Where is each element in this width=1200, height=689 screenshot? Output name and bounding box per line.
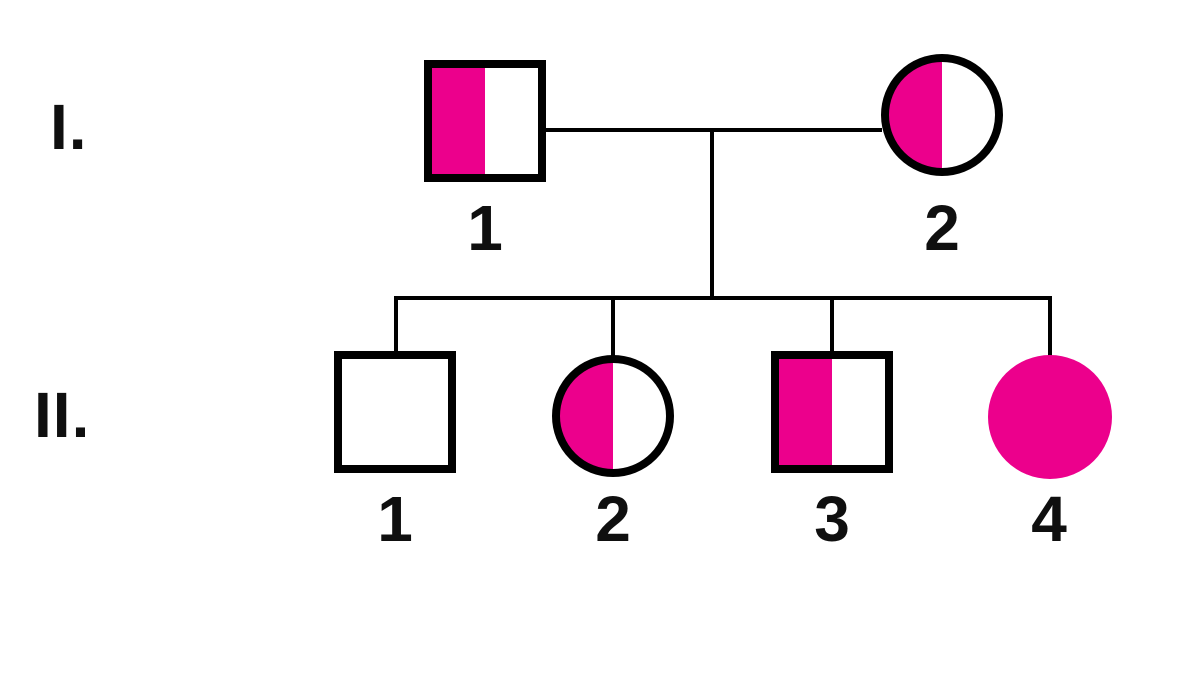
drop-line-II-3 [830,296,834,356]
individual-II-3-number: 3 [814,483,850,555]
individual-II-4-number: 4 [1031,483,1067,555]
individual-I-1-shape [424,60,546,182]
generation-label-I: I. [50,91,88,163]
individual-I-2-number: 2 [924,192,960,264]
generation-label-II: II. [34,379,91,451]
individual-II-4-shape [988,355,1112,479]
drop-line-II-1 [394,296,398,356]
individual-II-1-shape [334,351,456,473]
individual-I-2-shape [881,54,1003,176]
individual-II-1-number: 1 [377,483,413,555]
sibship-line [395,296,1052,300]
drop-line-II-2 [611,296,615,360]
couple-line [546,128,882,132]
individual-II-3-shape [771,351,893,473]
individual-II-2-shape [552,355,674,477]
descent-line [710,128,714,300]
individual-I-1-number: 1 [467,192,503,264]
drop-line-II-4 [1048,296,1052,360]
individual-II-2-number: 2 [595,483,631,555]
